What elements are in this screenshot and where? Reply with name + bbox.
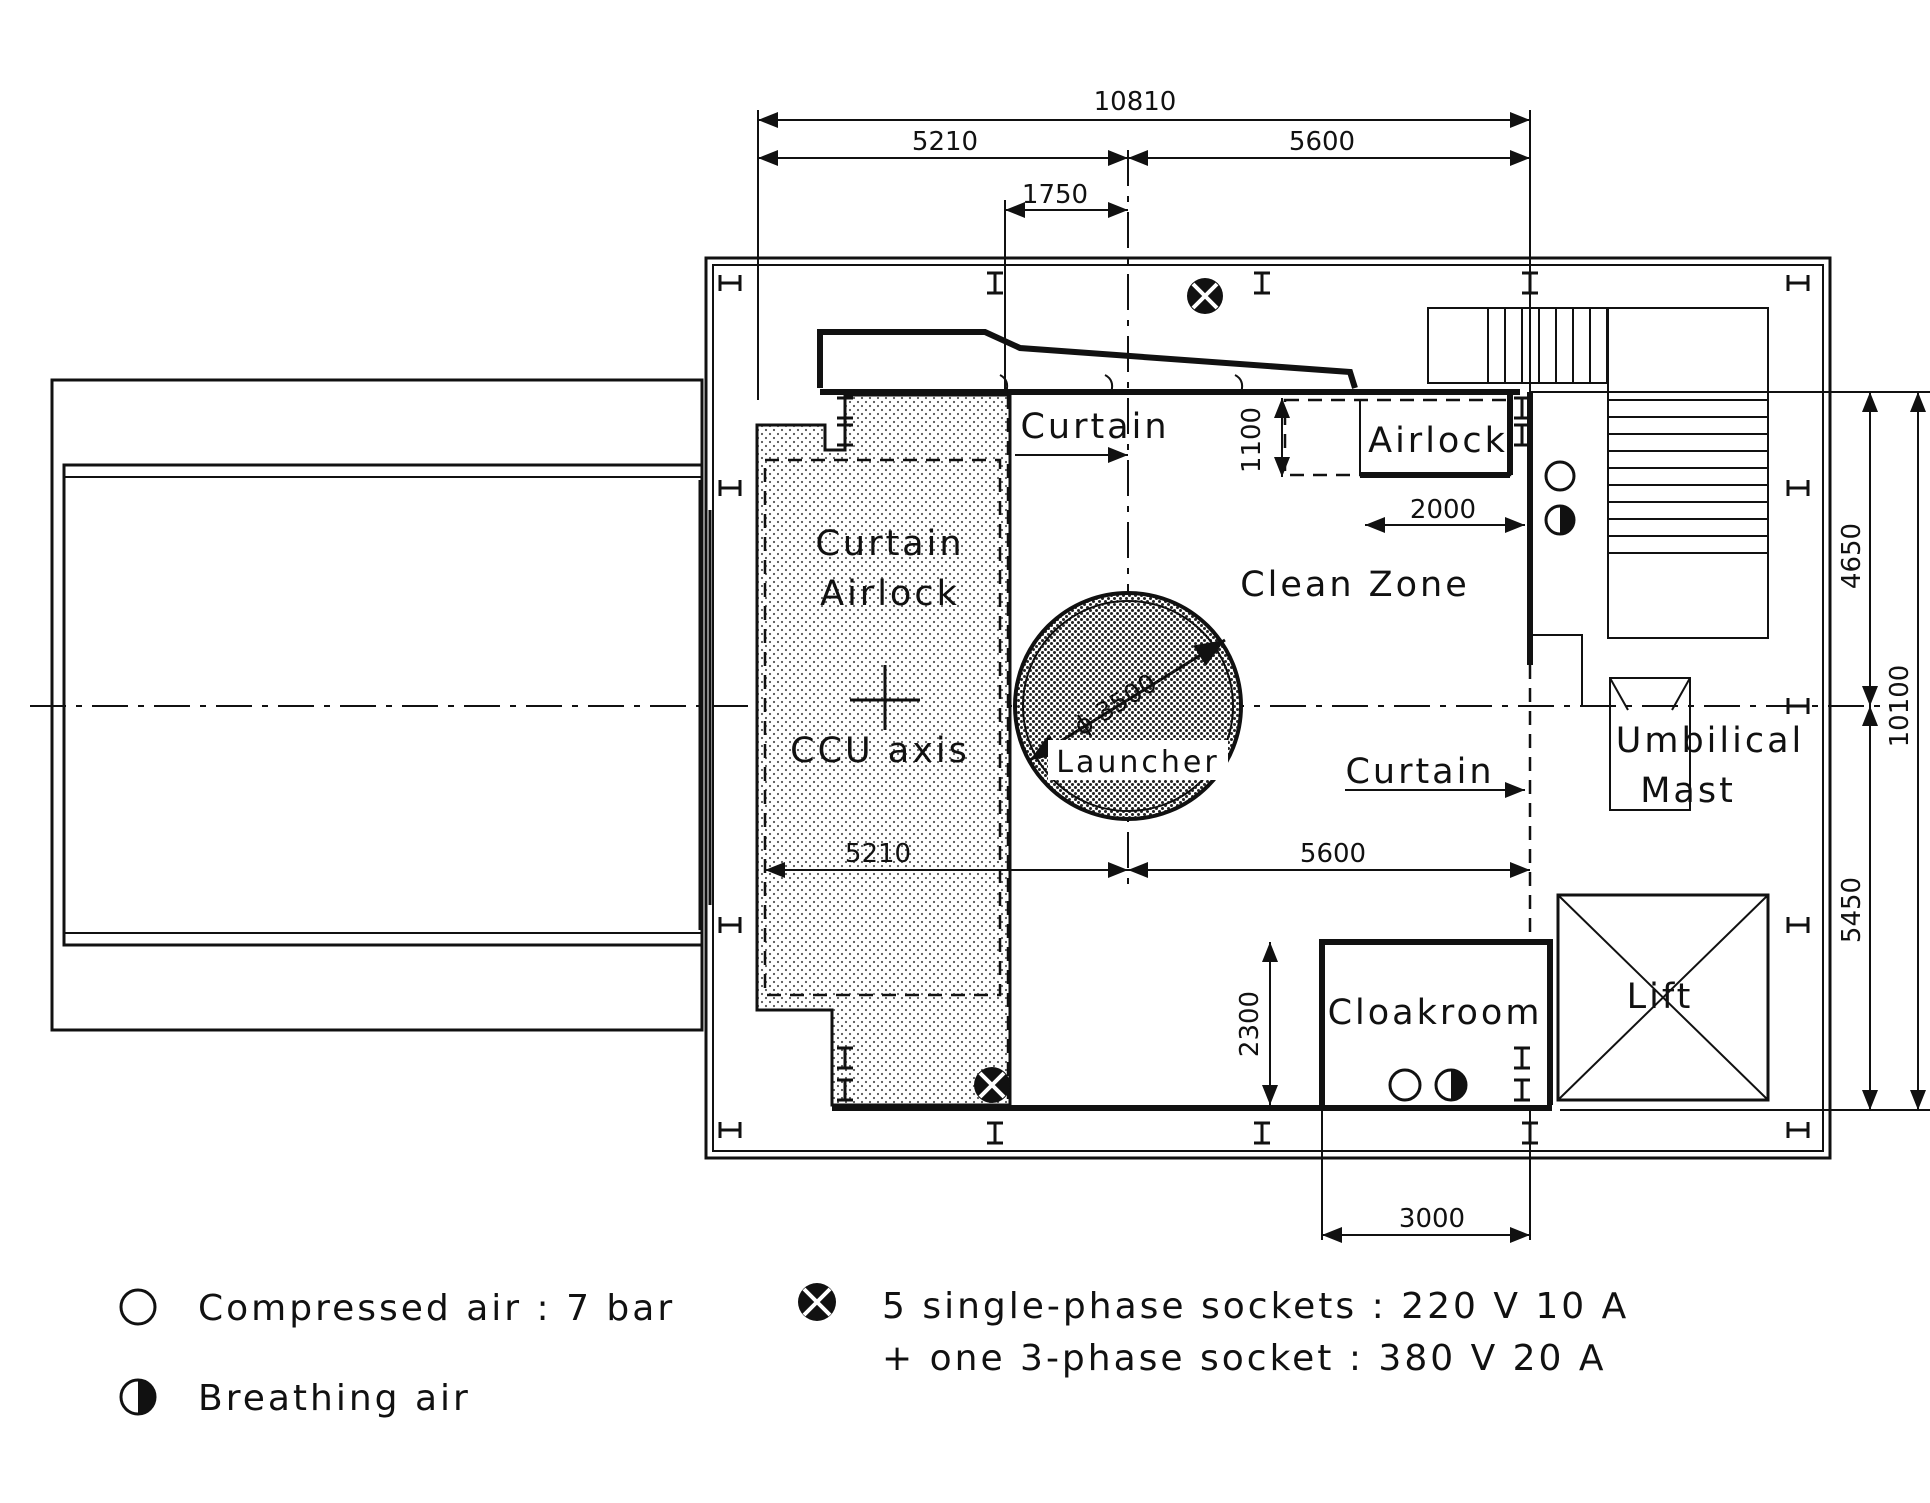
legend-sockets-1: 5 single-phase sockets : 220 V 10 A (882, 1286, 1629, 1327)
dimension-lines (757, 110, 1930, 1243)
legend-sockets-2: + one 3-phase socket : 380 V 20 A (882, 1338, 1607, 1379)
dim-inner-left: 5210 (845, 839, 911, 869)
compressed-air-icon (1544, 460, 1576, 492)
legend-compressed-air: Compressed air : 7 bar (198, 1288, 675, 1329)
dim-cloakroom-width: 3000 (1399, 1204, 1465, 1234)
label-curtain-airlock-1: Curtain (815, 524, 964, 564)
top-wall (817, 329, 1520, 395)
dim-left-width: 5210 (912, 127, 978, 157)
launcher-circle (1013, 591, 1243, 821)
dim-upper-height: 4650 (1837, 523, 1867, 589)
breathing-air-icon (119, 1378, 157, 1416)
breathing-air-icon (1434, 1068, 1468, 1102)
dim-inner-right: 5600 (1300, 839, 1366, 869)
label-cloakroom: Cloakroom (1328, 993, 1543, 1033)
dim-overall-height: 10100 (1885, 665, 1915, 748)
socket-icon (1187, 278, 1223, 314)
building-outline (704, 256, 1832, 1160)
label-lift: Lift (1627, 977, 1694, 1017)
dim-cloakroom-height: 2300 (1235, 991, 1265, 1057)
dim-offset: 1750 (1022, 180, 1088, 210)
lift-box (1556, 893, 1770, 1102)
dim-airlock-depth: 1100 (1237, 407, 1267, 473)
legend-breathing-air: Breathing air (198, 1378, 471, 1419)
cloakroom-box (832, 939, 1553, 1111)
label-mast: Mast (1640, 771, 1736, 811)
umbilical-mast-box (1609, 677, 1691, 811)
label-curtain-airlock-2: Airlock (820, 574, 960, 614)
breathing-air-icon (1544, 504, 1576, 536)
label-airlock: Airlock (1368, 421, 1508, 461)
label-ccu-axis: CCU axis (790, 731, 970, 771)
dim-airlock-width: 2000 (1410, 495, 1476, 525)
label-curtain-right: Curtain (1345, 752, 1494, 792)
label-curtain-top: Curtain (1020, 407, 1169, 447)
legend: Compressed air : 7 bar Breathing air 5 s… (119, 1283, 1629, 1419)
compressed-air-icon (1388, 1068, 1422, 1102)
label-umbilical: Umbilical (1616, 721, 1805, 761)
staircase (1427, 307, 1769, 639)
socket-icon (974, 1067, 1010, 1103)
ccu-axis-cross (850, 665, 920, 730)
dim-lower-height: 5450 (1837, 877, 1867, 943)
dim-right-width: 5600 (1289, 127, 1355, 157)
compressed-air-icon (119, 1288, 157, 1326)
dim-overall-width: 10810 (1094, 87, 1177, 117)
label-launcher: Launcher (1056, 745, 1219, 780)
socket-icon (798, 1283, 836, 1321)
label-clean-zone: Clean Zone (1240, 565, 1470, 605)
